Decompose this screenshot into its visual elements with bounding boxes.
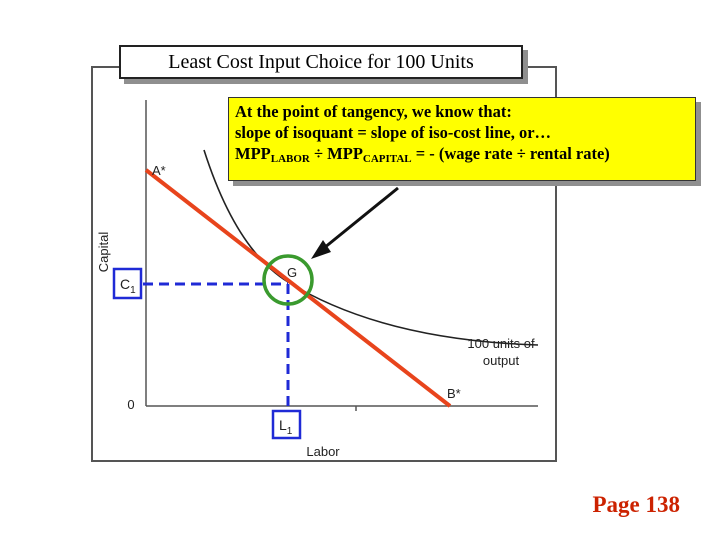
point-b-label: B* xyxy=(447,386,461,401)
slide-title: Least Cost Input Choice for 100 Units xyxy=(119,45,523,79)
origin-label: 0 xyxy=(127,397,134,412)
c1-box xyxy=(112,267,143,300)
isoquant-label-line2: output xyxy=(483,353,520,368)
c1-label: C1 xyxy=(120,276,136,296)
tangency-note: At the point of tangency, we know that: … xyxy=(228,97,696,181)
tangency-label: G xyxy=(287,265,297,280)
pointer-arrow xyxy=(323,186,399,250)
l1-label: L1 xyxy=(279,417,293,437)
note-line-2: slope of isoquant = slope of iso-cost li… xyxy=(235,123,552,142)
note-line-3: MPPLABOR ÷ MPPCAPITAL = - (wage rate ÷ r… xyxy=(235,144,610,165)
l1-box xyxy=(271,409,302,440)
tangency-circle xyxy=(262,254,314,306)
y-axis-label: Capital xyxy=(96,232,111,273)
isocost-line xyxy=(144,168,452,408)
note-line-1: At the point of tangency, we know that: xyxy=(235,102,512,121)
page-number: Page 138 xyxy=(592,492,680,517)
x-axis-label: Labor xyxy=(306,444,340,459)
point-a-label: A* xyxy=(152,163,166,178)
pointer-arrowhead xyxy=(311,240,331,259)
isoquant-label-line1: 100 units of xyxy=(467,336,535,351)
